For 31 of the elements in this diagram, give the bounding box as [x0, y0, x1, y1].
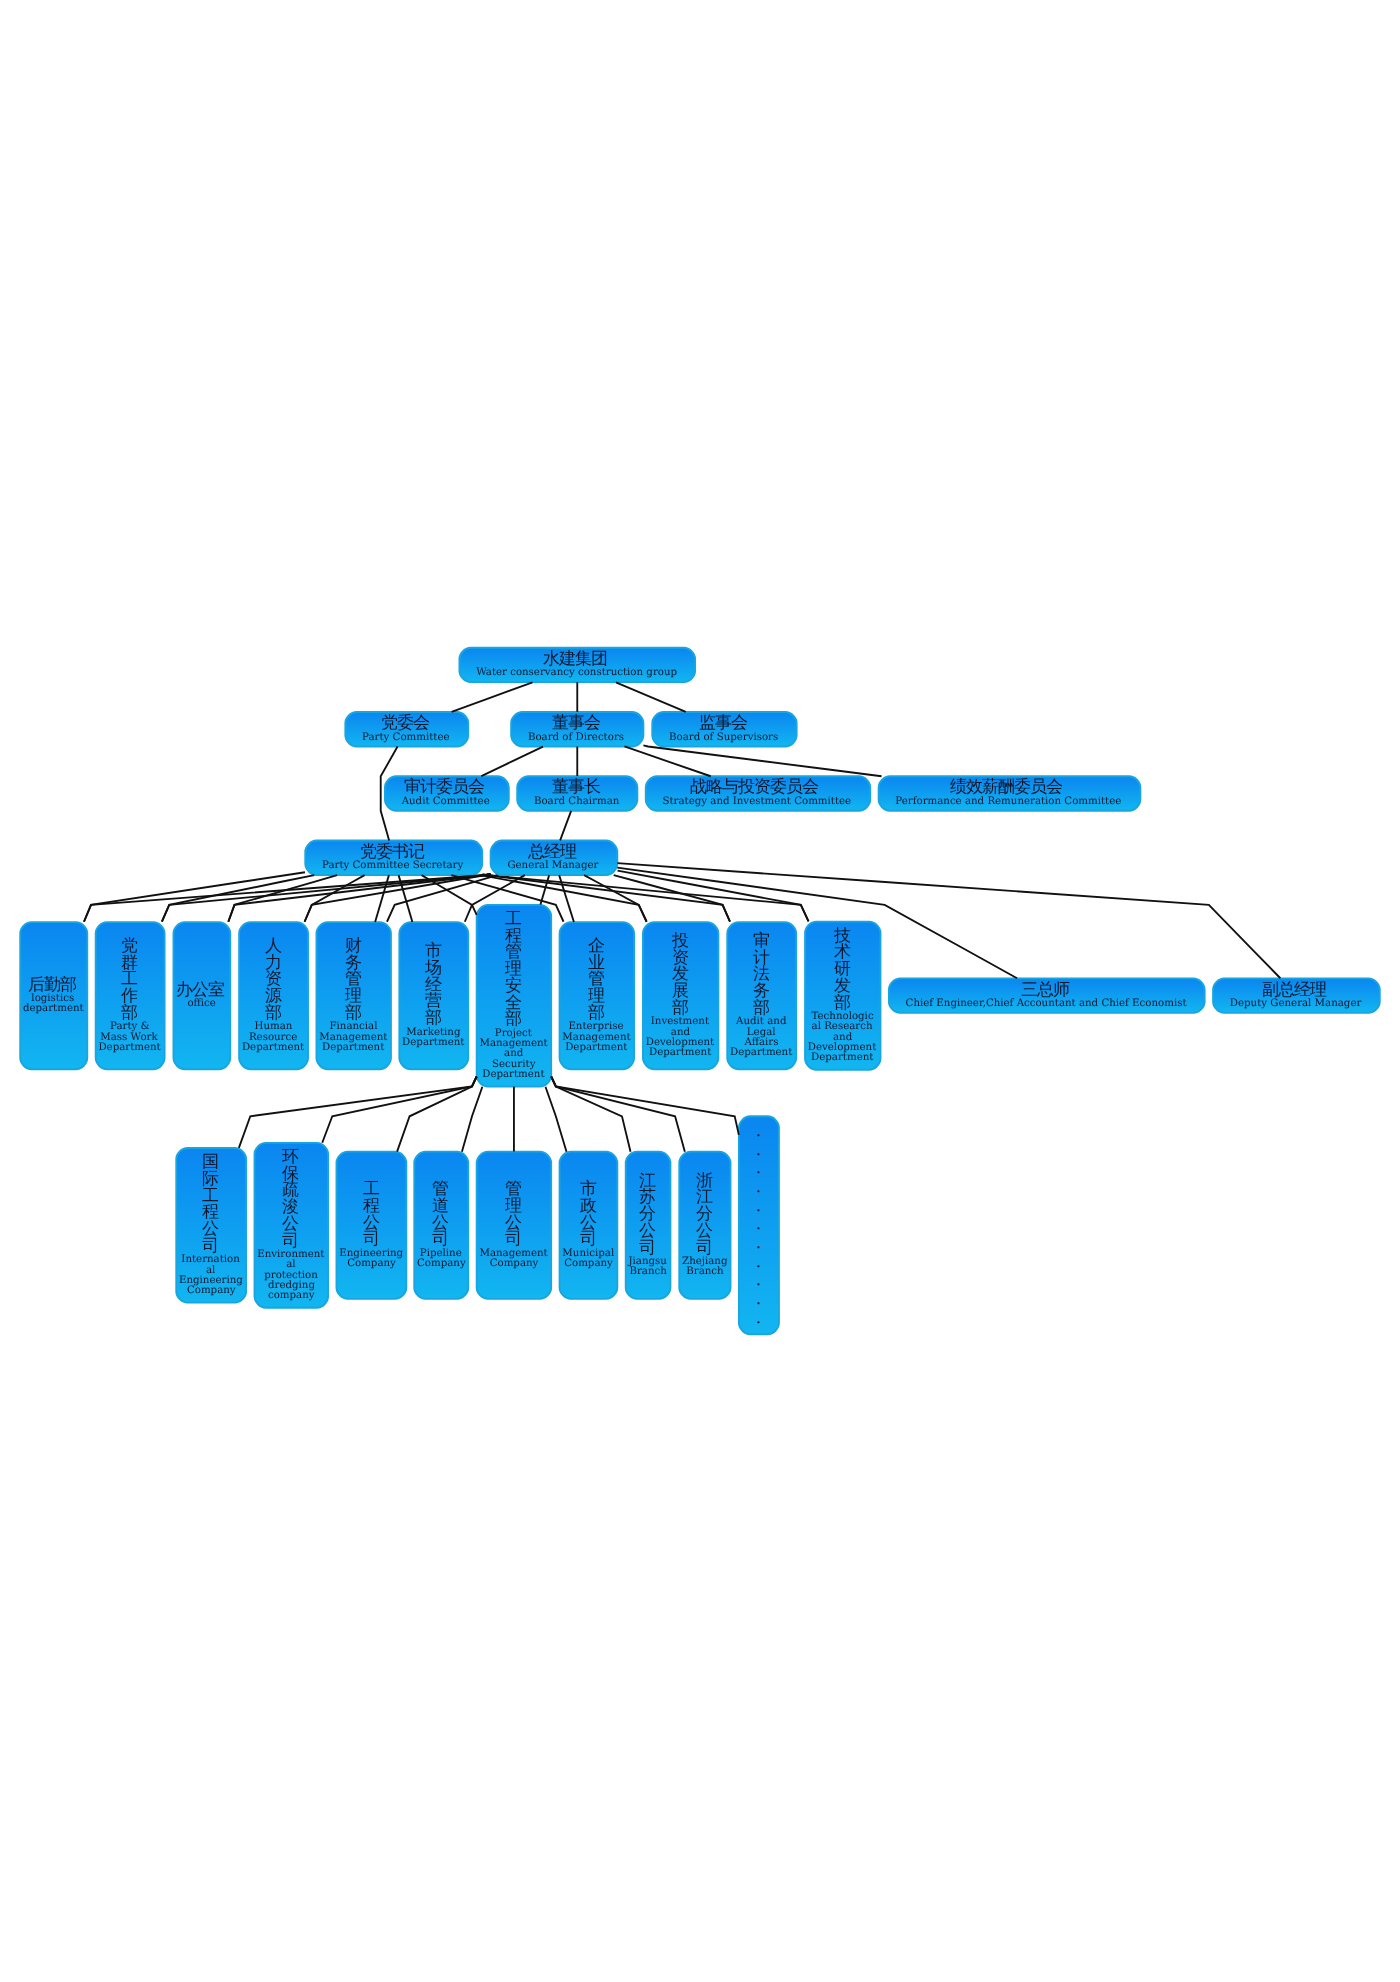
- connector: [396, 1075, 478, 1153]
- connector: [539, 874, 551, 906]
- connector: [481, 873, 731, 923]
- connector: [576, 745, 579, 777]
- connector: [559, 809, 573, 842]
- connector: [558, 874, 575, 923]
- connector: [616, 862, 1282, 980]
- connector: [379, 745, 399, 842]
- connector: [615, 681, 687, 713]
- node-box: ...........: [737, 1115, 780, 1336]
- connector: [461, 1085, 484, 1153]
- connector: [576, 681, 579, 713]
- connector: [450, 874, 565, 923]
- connector: [463, 874, 526, 923]
- connector: [642, 744, 883, 778]
- connector: [480, 745, 544, 777]
- connector: [616, 869, 810, 923]
- connector: [616, 866, 1018, 980]
- connector: [550, 1075, 740, 1136]
- connector: [397, 874, 414, 923]
- connector: [583, 874, 648, 923]
- connector: [374, 874, 390, 923]
- connector: [386, 874, 499, 923]
- connector: [513, 1085, 515, 1153]
- connector: [83, 873, 492, 923]
- connector: [420, 874, 478, 916]
- connector: [623, 745, 712, 778]
- connector: [450, 681, 534, 713]
- connector: [544, 1085, 568, 1153]
- connector: [612, 874, 731, 923]
- connector: [479, 874, 648, 923]
